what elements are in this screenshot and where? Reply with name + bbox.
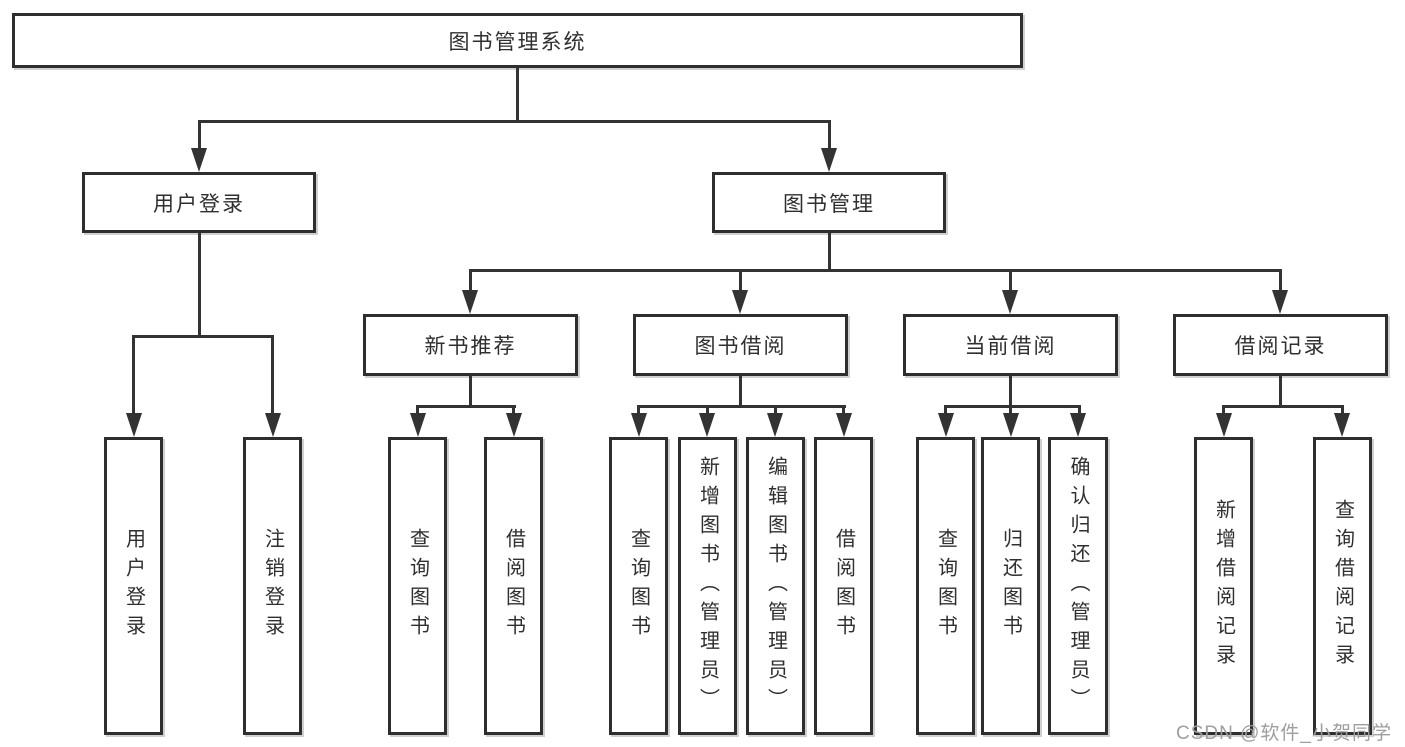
arrow-down-icon [1003, 413, 1019, 437]
leaf-add-book-admin: 新增图书（管理员） [678, 437, 737, 735]
node-label: 用户登录 [153, 192, 245, 216]
leaf-confirm-return-admin: 确认归还（管理员） [1048, 437, 1108, 735]
arrow-down-icon [1272, 290, 1288, 314]
leaf-edit-book-admin: 编辑图书（管理员） [746, 437, 805, 735]
csdn-watermark: CSDN @软件_小贺同学 [1176, 723, 1392, 744]
arrow-down-icon [462, 290, 478, 314]
leaf-label: 确认归还（管理员） [1067, 455, 1089, 717]
leaf-user-login: 用户登录 [104, 437, 163, 735]
arrow-down-icon [699, 413, 715, 437]
connector-l3-stem [469, 376, 472, 407]
node-book-borrowing: 图书借阅 [633, 314, 848, 376]
arrow-down-icon [631, 413, 647, 437]
leaf-label: 归还图书 [999, 528, 1022, 644]
arrow-down-icon [410, 413, 426, 437]
connector-l3-stem [739, 376, 742, 407]
leaf-query-books-borrowing: 查询图书 [609, 437, 668, 735]
node-library-management-system: 图书管理系统 [12, 13, 1023, 68]
connector-stub [512, 405, 515, 417]
leaf-return-book: 归还图书 [981, 437, 1040, 735]
arrow-down-icon [732, 290, 748, 314]
node-borrow-records: 借阅记录 [1173, 314, 1388, 376]
leaf-borrow-books-recommend: 借阅图书 [484, 437, 543, 735]
connector-stub [1009, 405, 1012, 417]
leaf-borrow-books-borrowing: 借阅图书 [814, 437, 873, 735]
leaf-label: 编辑图书（管理员） [764, 455, 787, 717]
connector-l3-branch [945, 405, 1081, 408]
node-new-book-recommend: 新书推荐 [363, 314, 578, 376]
connector-stub [1222, 405, 1225, 417]
leaf-label: 借阅图书 [832, 528, 855, 644]
connector-stub [198, 120, 201, 150]
connector-l3-branch [1223, 405, 1344, 408]
connector-stub [1279, 269, 1282, 292]
connector-stub [271, 335, 274, 415]
arrow-down-icon [265, 413, 281, 437]
leaf-query-borrow-record: 查询借阅记录 [1313, 437, 1372, 735]
connector-stub [637, 405, 640, 417]
node-user-login: 用户登录 [82, 172, 316, 233]
connector-stub [1341, 405, 1344, 417]
connector-book-mgmt-stem [828, 233, 831, 271]
arrow-down-icon [1070, 413, 1086, 437]
connector-stub [1009, 269, 1012, 292]
leaf-logout: 注销登录 [243, 437, 302, 735]
connector-stub [842, 405, 845, 417]
arrow-down-icon [821, 148, 837, 172]
leaf-label: 查询图书 [627, 528, 650, 644]
connector-stub [469, 269, 472, 292]
leaf-label: 注销登录 [261, 528, 284, 644]
arrow-down-icon [1216, 413, 1232, 437]
arrow-down-icon [938, 413, 954, 437]
connector-book-mgmt-branch [469, 269, 1282, 272]
leaf-label: 查询借阅记录 [1331, 499, 1354, 673]
connector-stub [416, 405, 419, 417]
arrow-down-icon [191, 148, 207, 172]
connector-l3-branch [638, 405, 846, 408]
leaf-label: 新增借阅记录 [1212, 499, 1235, 673]
node-label: 当前借阅 [964, 335, 1057, 358]
node-current-borrowing: 当前借阅 [903, 314, 1118, 376]
connector-l3-branch [417, 405, 516, 408]
leaf-label: 查询图书 [934, 528, 957, 644]
node-label: 图书管理 [783, 192, 875, 216]
leaf-label: 查询图书 [406, 528, 429, 644]
node-label: 借阅记录 [1234, 335, 1327, 358]
node-label: 新书推荐 [424, 335, 517, 358]
arrow-down-icon [1002, 290, 1018, 314]
connector-root-stem [516, 68, 519, 122]
arrow-down-icon [1334, 413, 1350, 437]
connector-l3-stem [1009, 376, 1012, 407]
arrow-down-icon [126, 413, 142, 437]
connector-stub [739, 269, 742, 292]
connector-l3-stem [1279, 376, 1282, 407]
connector-stub [828, 120, 831, 150]
leaf-label: 用户登录 [122, 528, 145, 644]
node-label: 图书借阅 [694, 335, 787, 358]
leaf-query-books-recommend: 查询图书 [388, 437, 447, 735]
arrow-down-icon [506, 413, 522, 437]
connector-root-branch [198, 120, 831, 123]
leaf-query-books-current: 查询图书 [916, 437, 975, 735]
leaf-label: 借阅图书 [502, 528, 525, 644]
arrow-down-icon [836, 413, 852, 437]
node-book-management: 图书管理 [712, 172, 946, 233]
connector-stub [1078, 405, 1081, 417]
connector-stub [774, 405, 777, 417]
node-label: 图书管理系统 [448, 30, 587, 54]
connector-user-login-stem [198, 233, 201, 337]
connector-user-login-branch [132, 335, 274, 338]
connector-stub [132, 335, 135, 415]
arrow-down-icon [767, 413, 783, 437]
leaf-label: 新增图书（管理员） [696, 455, 719, 717]
connector-stub [944, 405, 947, 417]
connector-stub [706, 405, 709, 417]
leaf-add-borrow-record: 新增借阅记录 [1194, 437, 1253, 735]
